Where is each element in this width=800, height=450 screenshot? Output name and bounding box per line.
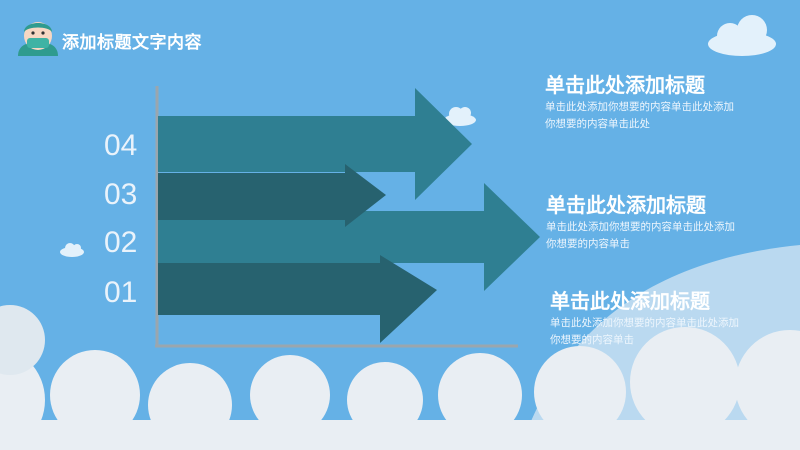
arrow-level-04	[158, 88, 472, 200]
cloud-small-center	[444, 107, 476, 126]
level-number-01: 01	[104, 276, 138, 309]
level-number-03: 03	[104, 178, 138, 211]
doctor-avatar-icon	[18, 22, 58, 56]
level-number-02: 02	[104, 226, 138, 259]
cloud-top-right	[708, 15, 776, 56]
arrow-level-01	[158, 255, 437, 343]
item-2-body: 单击此处添加你想要的内容单击此处添加你想要的内容单击	[546, 221, 735, 250]
bottom-cloud-left-lobe	[0, 305, 45, 375]
arrow-level-03	[158, 164, 386, 227]
arrow-level-02	[158, 183, 540, 291]
bottom-clouds	[0, 327, 800, 450]
item-1-title: 单击此处添加标题	[545, 73, 705, 97]
slide-title: 添加标题文字内容	[62, 33, 202, 53]
item-2-title: 单击此处添加标题	[546, 193, 706, 217]
level-number-04: 04	[104, 129, 138, 162]
item-3-title: 单击此处添加标题	[550, 289, 710, 313]
item-3-body: 单击此处添加你想要的内容单击此处添加你想要的内容单击	[550, 317, 739, 346]
item-1-body: 单击此处添加你想要的内容单击此处添加你想要的内容单击此处	[545, 101, 734, 130]
cloud-small-left	[60, 243, 84, 257]
